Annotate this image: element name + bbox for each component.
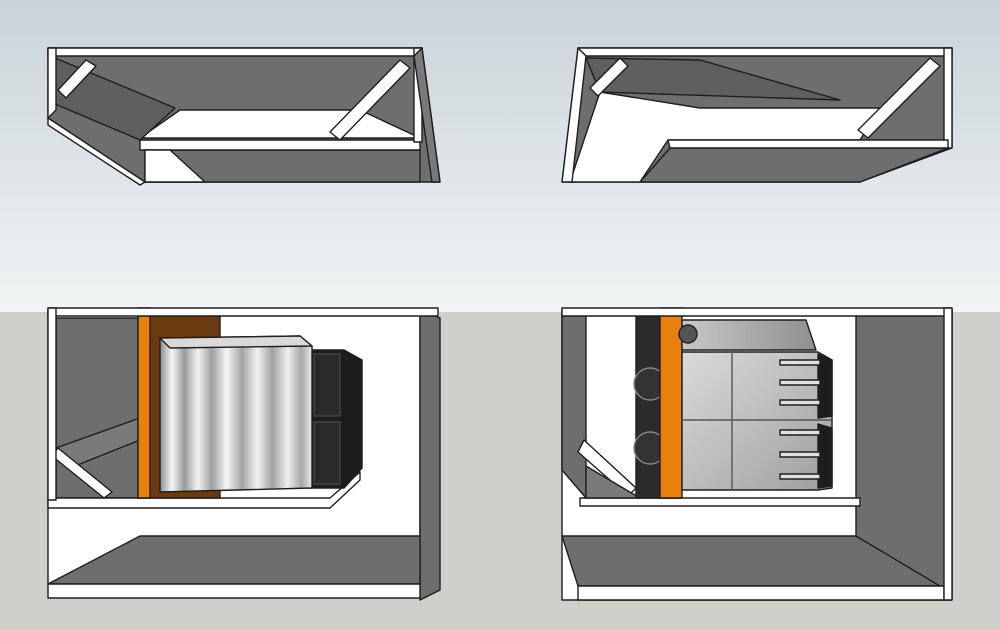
view-top-right	[561, 47, 953, 183]
view-bottom-right	[561, 307, 953, 601]
view-top-left	[47, 47, 441, 186]
view-bottom-left	[47, 307, 441, 601]
